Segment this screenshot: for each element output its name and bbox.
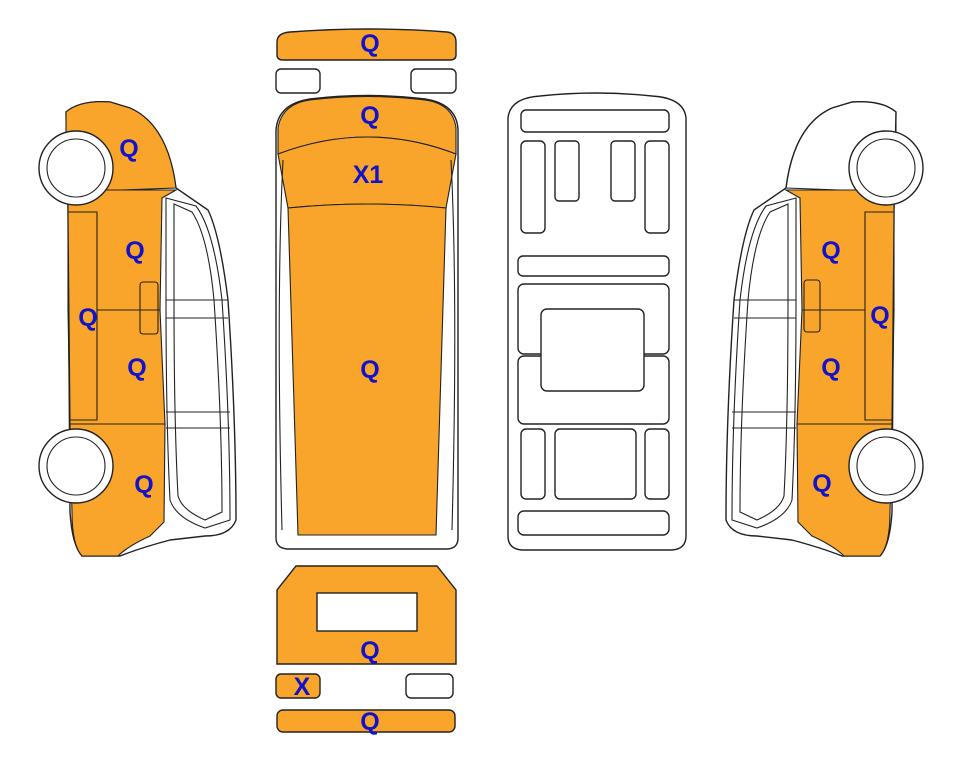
- right-window-frame: [731, 197, 797, 529]
- left-rear-wheel: [38, 428, 114, 504]
- mark-right-sill: Q: [870, 302, 889, 330]
- rear-right-lamp-panel[interactable]: [405, 673, 454, 699]
- right-front-fender-panel[interactable]: [785, 101, 897, 191]
- rear-window: [316, 592, 418, 632]
- right-front-wheel: [848, 130, 924, 206]
- mark-left-front-door: Q: [125, 237, 144, 265]
- front-right-headlamp[interactable]: [410, 68, 457, 94]
- underside-rear-center: [554, 428, 637, 500]
- underside-front-right-inner: [610, 140, 636, 202]
- underside-rear-right-rail: [644, 428, 670, 500]
- left-front-wheel-hub: [46, 138, 106, 198]
- underside-rear-crossmember: [517, 510, 670, 536]
- mark-rear-left-lamp: X: [294, 673, 311, 701]
- underside-front-left-inner: [554, 140, 580, 202]
- right-side-view: [725, 101, 924, 557]
- left-window-frame-inner: [173, 203, 223, 521]
- underside-mid-crossmember: [517, 255, 670, 277]
- front-bumper-panel[interactable]: [276, 28, 457, 61]
- left-door-handle: [139, 281, 159, 335]
- front-left-headlamp[interactable]: [275, 68, 321, 94]
- mark-left-sill: Q: [78, 304, 97, 332]
- mark-right-front-door: Q: [821, 237, 840, 265]
- mark-rear-doors: Q: [360, 637, 379, 665]
- right-rear-wheel: [848, 428, 924, 504]
- right-sill-panel[interactable]: [864, 211, 895, 421]
- mark-left-sliding-door: Q: [127, 354, 146, 382]
- underside-front-right-rail: [644, 140, 670, 234]
- left-window-frame: [165, 197, 231, 529]
- underside-view: [507, 92, 687, 551]
- mark-windshield: X1: [353, 161, 384, 189]
- underside-rear-left-rail: [520, 428, 546, 500]
- left-front-wheel: [38, 130, 114, 206]
- right-rear-wheel-hub: [856, 436, 916, 496]
- right-mirror-line: [450, 159, 456, 531]
- mark-right-sliding-door: Q: [821, 354, 840, 382]
- left-sill-panel[interactable]: [67, 211, 98, 421]
- roof-panel[interactable]: [287, 203, 447, 536]
- damage-labels: Q Q X1 Q Q Q Q Q Q Q Q Q Q Q X Q: [78, 30, 889, 736]
- rear-left-lamp-panel[interactable]: [275, 673, 321, 699]
- right-window-frame-inner: [739, 203, 789, 521]
- left-mirror-line: [278, 159, 284, 531]
- top-view: [275, 94, 459, 550]
- mark-roof: Q: [360, 356, 379, 384]
- mark-front-bumper: Q: [360, 30, 379, 58]
- underside-front-left-rail: [520, 140, 546, 234]
- mark-left-front-fender: Q: [119, 135, 138, 163]
- right-front-wheel-hub: [856, 138, 916, 198]
- front-view: [275, 28, 457, 94]
- mark-rear-bumper: Q: [360, 708, 379, 736]
- left-side-view: [38, 101, 237, 557]
- rear-view: [275, 565, 457, 733]
- mark-left-rear-quarter: Q: [134, 471, 153, 499]
- mark-right-rear-quarter: Q: [812, 470, 831, 498]
- mark-hood-front: Q: [360, 102, 379, 130]
- rear-bumper-panel[interactable]: [276, 709, 456, 733]
- right-door-handle: [803, 279, 821, 333]
- underside-front-crossmember: [520, 109, 670, 133]
- underside-fuel-tank: [540, 308, 645, 392]
- left-rear-wheel-hub: [46, 436, 106, 496]
